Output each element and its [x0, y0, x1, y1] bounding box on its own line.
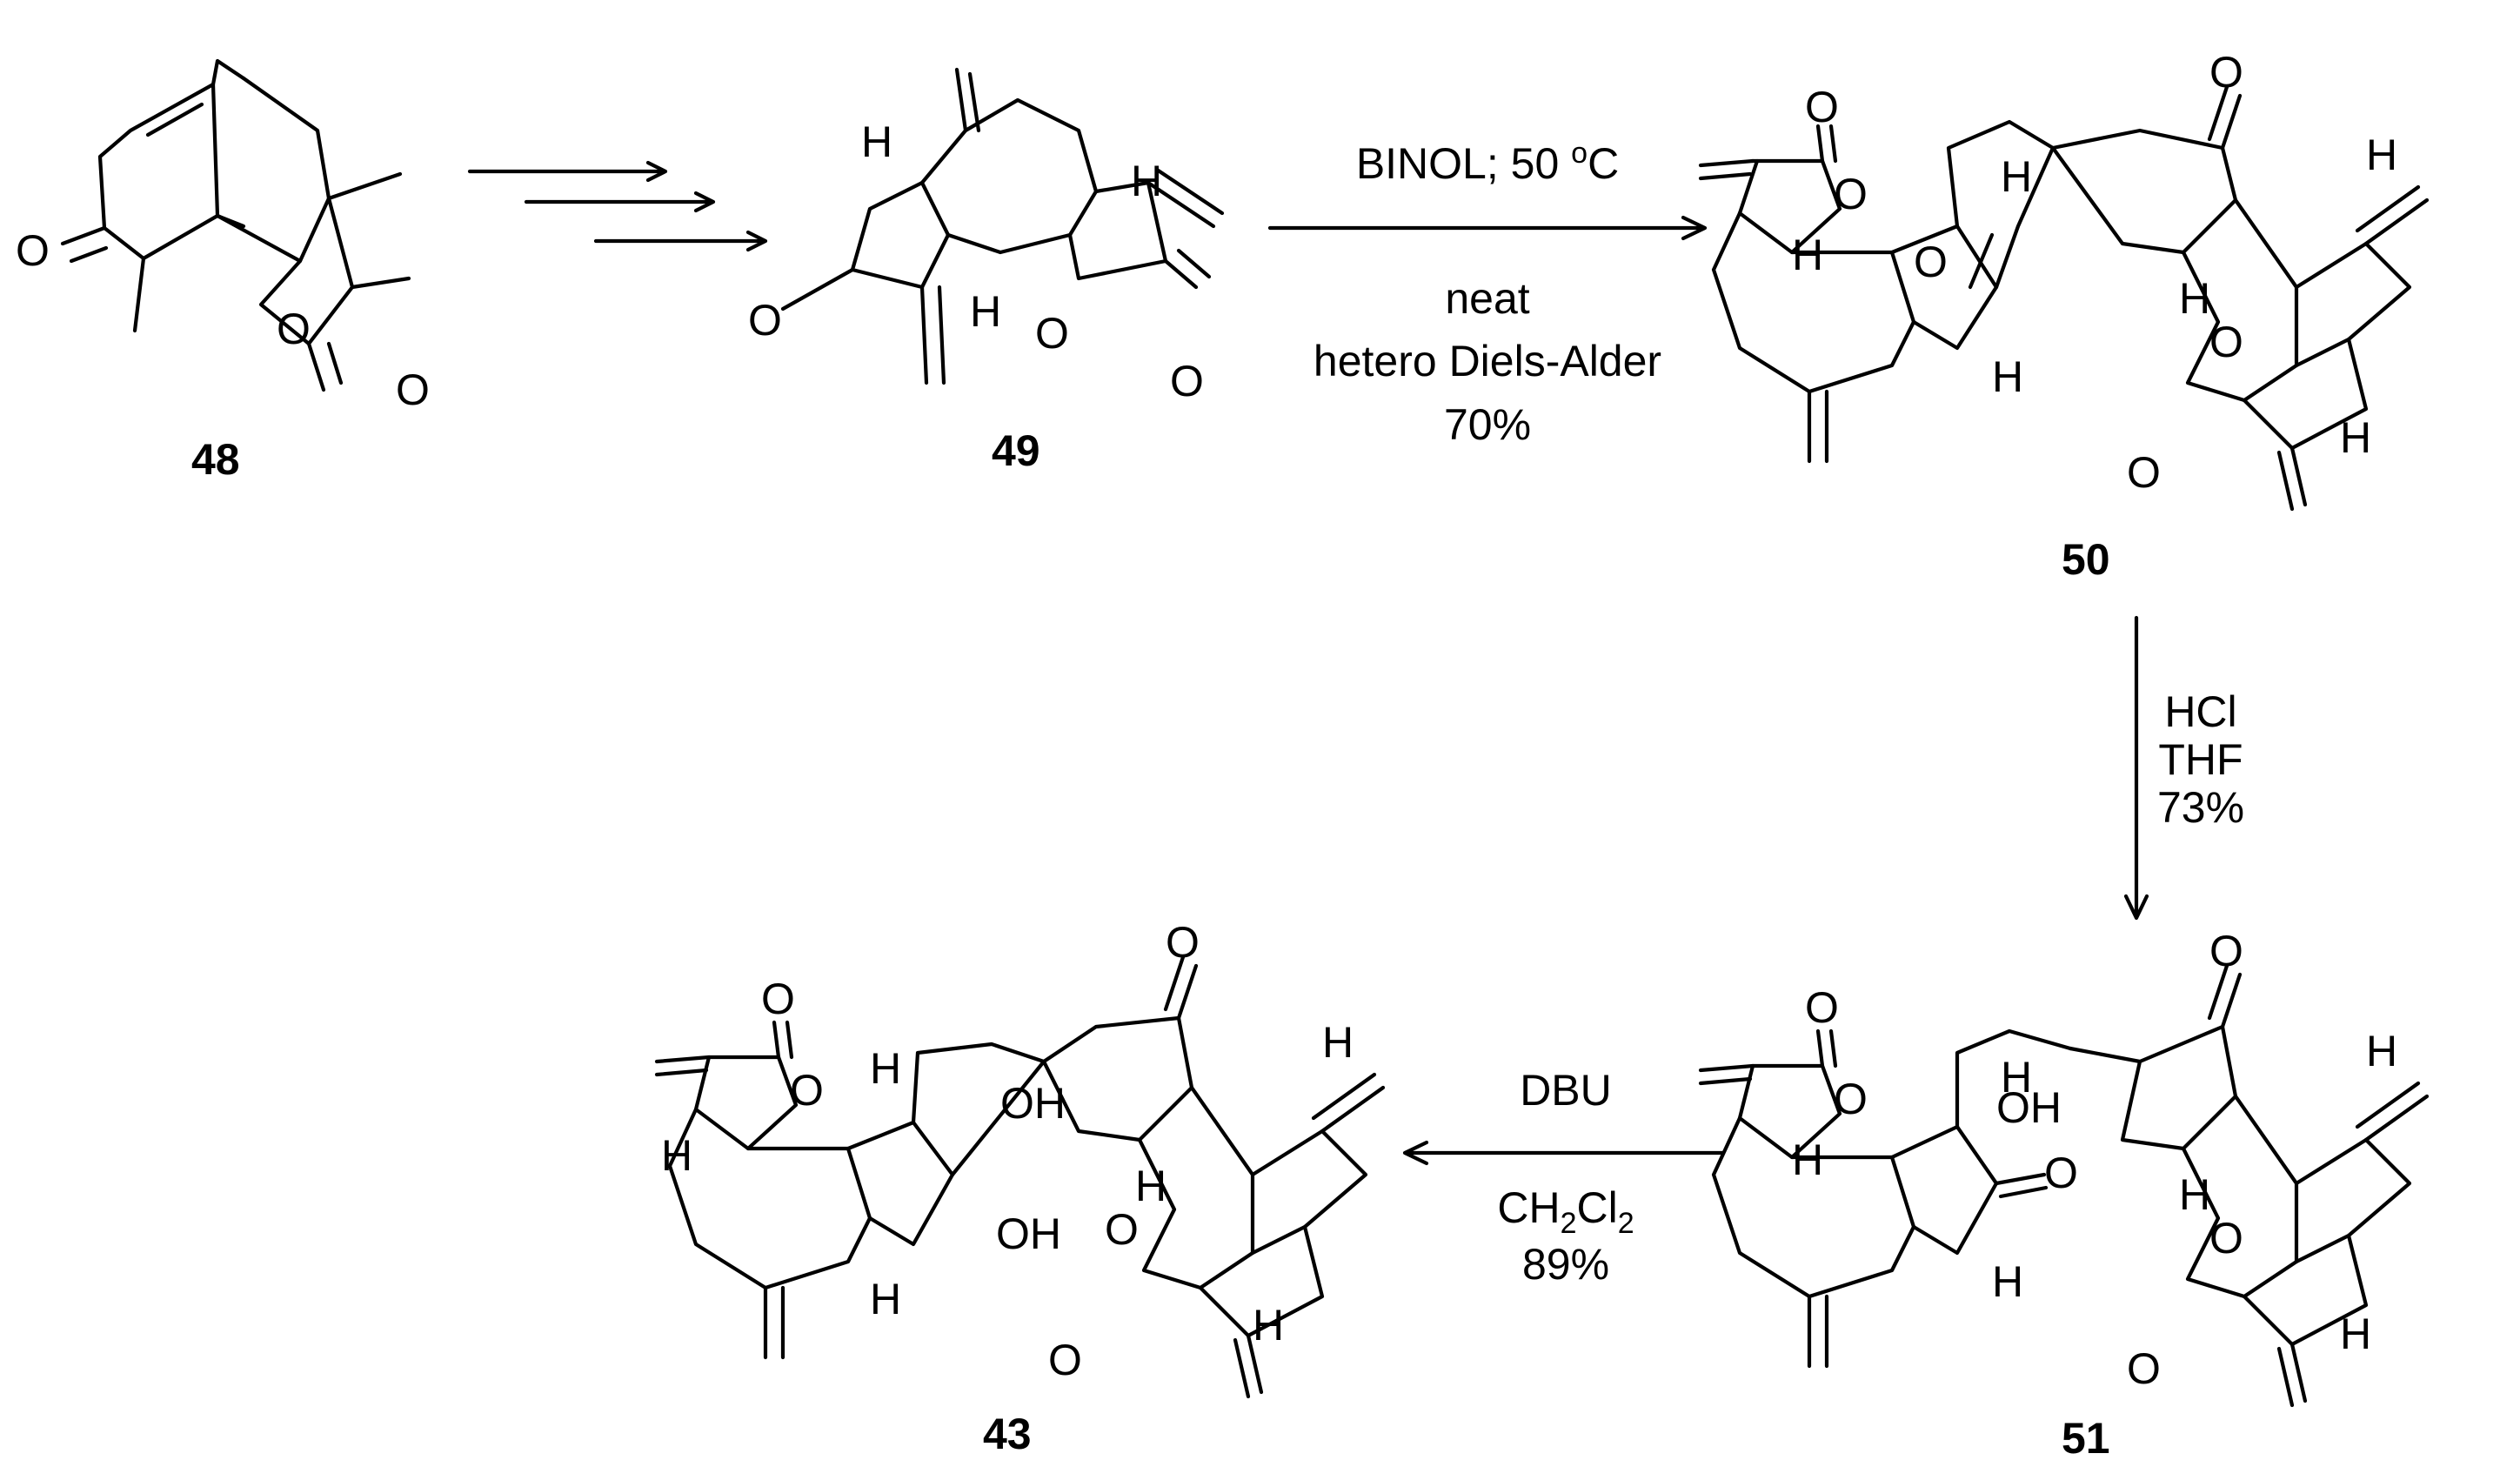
atom-o: O [2127, 1344, 2161, 1393]
atom-h: H [1792, 231, 1823, 279]
atom-o: O [1914, 238, 1948, 286]
atom-o: O [2209, 927, 2243, 975]
step1-yield: 70% [1444, 400, 1531, 449]
step3-solvent: CH2Cl2 [1497, 1183, 1634, 1240]
atom-h: H [2001, 1053, 2032, 1102]
atom-o: O [1834, 170, 1868, 218]
step1: BINOL; 50 oC neat hetero Diels-Alder 70% [1267, 137, 1708, 449]
step2: HCl THF 73% [2123, 615, 2244, 921]
compound-48: O O O 48 [16, 58, 430, 484]
atom-o: O [1048, 1336, 1082, 1384]
atom-o: O [1805, 983, 1839, 1032]
atom-h: H [2179, 1170, 2210, 1219]
atom-o: O [2209, 1214, 2243, 1263]
step3: DBU CH2Cl2 89% [1402, 1066, 1725, 1289]
atom-o: O [1170, 357, 1204, 405]
multistep-arrows [467, 160, 768, 252]
atom-o: O [790, 1066, 824, 1115]
atom-oh: OH [996, 1209, 1061, 1258]
atom-h: H [661, 1131, 692, 1180]
step2-yield: 73% [2157, 783, 2244, 832]
atom-h: H [2340, 1310, 2371, 1358]
atom-h: H [870, 1044, 901, 1093]
atom-h: H [2366, 131, 2397, 179]
step2-reagent-hcl: HCl [2164, 687, 2236, 736]
atom-o: O [748, 296, 782, 345]
compound-label-51: 51 [2062, 1414, 2110, 1463]
atom-o: O [761, 975, 795, 1023]
atom-o: O [277, 305, 311, 353]
atom-h: H [870, 1275, 901, 1323]
atom-o: O [16, 226, 50, 275]
step1-condition-binol: BINOL; 50 oC [1356, 137, 1619, 188]
atom-h: H [1792, 1135, 1823, 1184]
compound-43: O O H H OH OH H O H H O O H 43 [654, 918, 1386, 1458]
atom-h: H [970, 287, 1001, 336]
compound-51: O O H H OH O H O H H O O H 51 [1698, 927, 2430, 1463]
atom-o: O [2127, 448, 2161, 497]
atom-oh: OH [1000, 1079, 1066, 1128]
compound-label-48: 48 [191, 435, 240, 484]
compound-label-50: 50 [2062, 535, 2110, 584]
atom-o: O [2209, 48, 2243, 97]
atom-o: O [2044, 1149, 2078, 1197]
atom-h: H [1992, 1257, 2023, 1306]
atom-o: O [1805, 83, 1839, 131]
step1-condition-hda: hetero Diels-Alder [1313, 337, 1661, 385]
atom-h: H [1131, 157, 1162, 205]
atom-oh: OH [1996, 1083, 2062, 1132]
step2-solvent-thf: THF [2158, 735, 2243, 784]
atom-h: H [2179, 274, 2210, 323]
atom-h: H [1992, 352, 2023, 401]
atom-h: H [1253, 1301, 1284, 1350]
atom-h: H [1322, 1018, 1354, 1067]
atom-o: O [1105, 1205, 1139, 1254]
compound-50: O O H H H O O H H O O H 50 [1698, 48, 2430, 584]
atom-o: O [396, 365, 430, 414]
atom-o: O [1166, 918, 1200, 967]
atom-h: H [2366, 1027, 2397, 1075]
atom-o: O [1834, 1075, 1868, 1123]
compound-49: H H H O O O 49 [748, 67, 1225, 475]
atom-h: H [2340, 413, 2371, 462]
atom-o: O [1035, 309, 1069, 358]
compound-label-49: 49 [992, 426, 1040, 475]
compound-label-43: 43 [983, 1410, 1032, 1458]
atom-h: H [1135, 1162, 1166, 1210]
atom-h: H [2001, 152, 2032, 201]
atom-h: H [861, 117, 892, 166]
step3-reagent-dbu: DBU [1520, 1066, 1612, 1115]
step1-condition-neat: neat [1445, 274, 1529, 323]
atom-o: O [2209, 318, 2243, 366]
step3-yield: 89% [1522, 1240, 1609, 1289]
